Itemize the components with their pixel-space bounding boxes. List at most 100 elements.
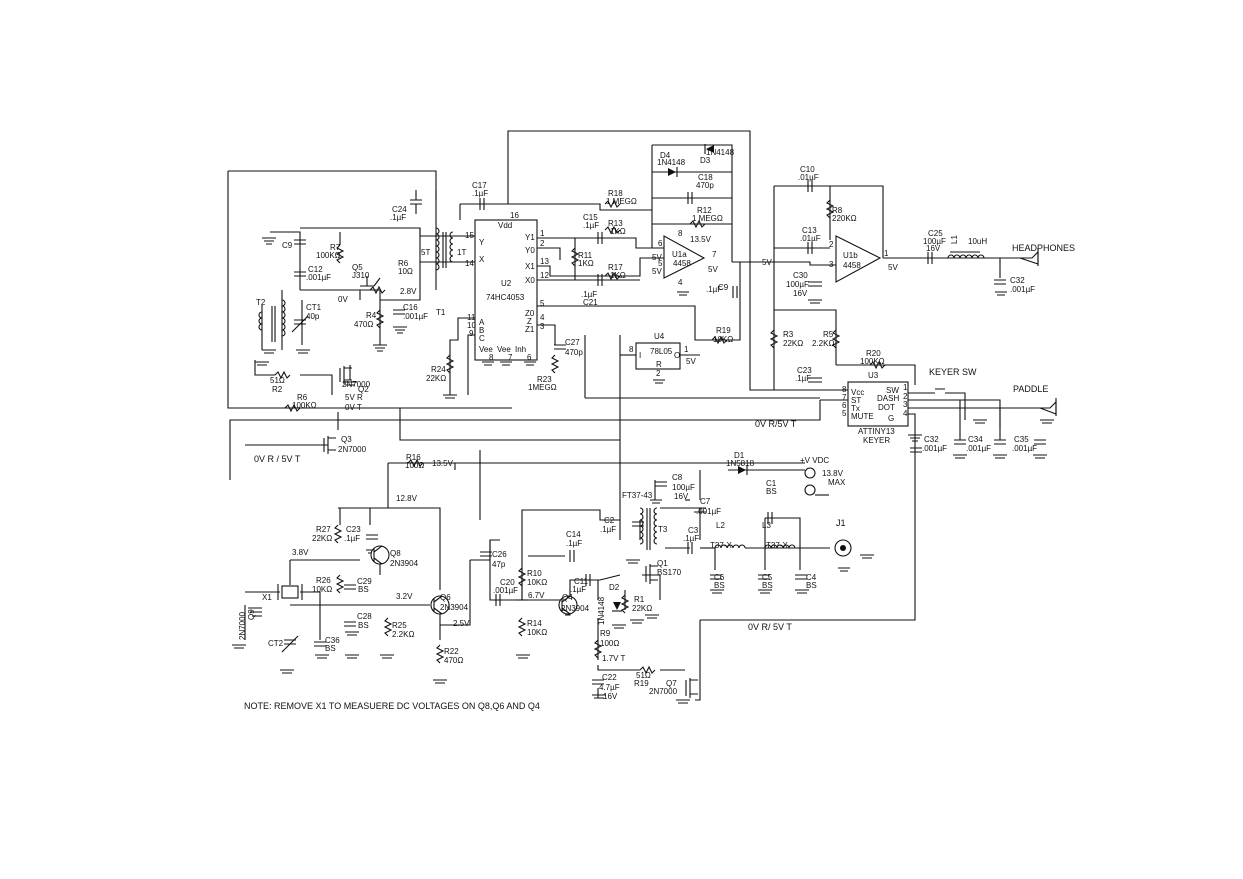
u2-pin15: 15	[465, 231, 474, 240]
u2-pin13: 13	[540, 257, 549, 266]
u2-part: 74HC4053	[486, 293, 525, 302]
label-c1v: BS	[766, 487, 777, 496]
label-r8v: 220KΩ	[832, 214, 857, 223]
label-c15: C15	[583, 213, 598, 222]
label-r24v: 22KΩ	[426, 374, 446, 383]
u2-pin-x0: X0	[525, 276, 535, 285]
transistors	[248, 276, 698, 698]
label-c22w: 16V	[603, 692, 618, 701]
label-r10: R10	[527, 569, 542, 578]
label-r3v: 22KΩ	[783, 339, 803, 348]
label-c32bv: .001µF	[922, 444, 947, 453]
label-d1: D1	[734, 451, 745, 460]
label-c8v: 100µF	[672, 483, 695, 492]
label-l3: L3	[762, 521, 771, 530]
label-v67: 6.7V	[528, 591, 545, 600]
label-st: 5T	[421, 248, 430, 257]
label-vvdc: +V VDC	[800, 456, 829, 465]
label-x1: X1	[262, 593, 272, 602]
label-l2: L2	[716, 521, 725, 530]
label-v138: 13.8V	[822, 469, 844, 478]
label-c36: C36	[325, 636, 340, 645]
u4-part: 78L05	[650, 347, 673, 356]
label-c1: C1	[766, 479, 777, 488]
label-q1p: BS170	[657, 568, 682, 577]
label-c30w: 16V	[793, 289, 808, 298]
label-r14v: 10KΩ	[527, 628, 547, 637]
ground-symbols	[232, 237, 1054, 704]
u4-pin1: 1	[684, 345, 689, 354]
label-ct1v: 40p	[306, 312, 320, 321]
label-q9: Q9	[247, 609, 256, 620]
label-r12: R12	[697, 206, 712, 215]
u2-pin16: 16	[510, 211, 519, 220]
u3-pin6: 6	[842, 401, 847, 410]
label-v135: 13.5V	[432, 459, 454, 468]
label-r18: R18	[608, 189, 623, 198]
label-v5a: 5V	[652, 253, 662, 262]
note-text: NOTE: REMOVE X1 TO MEASUERE DC VOLTAGES …	[244, 701, 540, 711]
label-c25v: 100µF	[923, 237, 946, 246]
label-r12v: 1 MEGΩ	[692, 214, 723, 223]
misc-components	[277, 248, 1057, 653]
label-c20v: .001µF	[493, 586, 518, 595]
u3-dot: DOT	[878, 403, 895, 412]
label-c23: C23	[797, 366, 812, 375]
label-r5v: 2.2KΩ	[812, 339, 834, 348]
label-c21: C21	[583, 298, 598, 307]
label-c22: C22	[602, 673, 617, 682]
label-ct2: CT2	[268, 639, 284, 648]
label-r26v: 10KΩ	[312, 585, 332, 594]
u2-pin11: 11	[467, 313, 476, 322]
label-r19: R19	[716, 326, 731, 335]
diodes	[612, 144, 748, 612]
label-r10v: 10KΩ	[527, 578, 547, 587]
label-c2: C2	[604, 516, 615, 525]
label-v5c: 5V	[708, 265, 718, 274]
label-c5: C5	[762, 573, 773, 582]
label-v128: 12.8V	[396, 494, 418, 503]
label-r22: R22	[444, 647, 459, 656]
u2-74hc4053: U2 74HC4053 Vdd Vee Vee Inh Y X A B C Y1…	[465, 211, 549, 362]
label-r22v: 470Ω	[444, 656, 463, 665]
u3-attiny13: U3 ATTINY13 KEYER Vcc ST Tx MUTE SW DASH…	[842, 371, 909, 445]
u2-pin-z: Z	[527, 317, 532, 326]
u3-mute: MUTE	[851, 412, 874, 421]
label-v32: 3.2V	[396, 592, 413, 601]
label-q9p: 2N7000	[238, 611, 247, 640]
u3-sw: SW	[886, 386, 899, 395]
u3-g: G	[888, 414, 894, 423]
label-c14v: .1µF	[566, 539, 582, 548]
u1a-pin5: 5	[658, 259, 663, 268]
u2-pin14: 14	[465, 259, 474, 268]
label-q7: Q7	[666, 679, 677, 688]
label-t1w: 1T	[457, 248, 466, 257]
u2-pin-b: B	[479, 326, 484, 335]
label-c9b: C9	[718, 283, 729, 292]
label-v5d: 5V	[686, 357, 696, 366]
u1a-vplus: 13.5V	[690, 235, 712, 244]
u2-pin5: 5	[540, 299, 545, 308]
label-l1: L1	[950, 235, 959, 244]
label-v28: 2.8V	[400, 287, 417, 296]
u3-pin1: 1	[903, 383, 908, 392]
u3-ref: U3	[868, 371, 879, 380]
label-r23v: 1MEGΩ	[528, 383, 557, 392]
label-r5: R5	[823, 330, 834, 339]
label-c29v: BS	[358, 585, 369, 594]
label-q6: Q6	[440, 593, 451, 602]
label-c22v: 4.7µF	[599, 683, 620, 692]
u3-st: ST	[851, 396, 861, 405]
u2-inh: Inh	[515, 345, 526, 354]
capacitors	[294, 180, 1046, 685]
u4-ref: U4	[654, 332, 665, 341]
u3-role: KEYER	[863, 436, 890, 445]
label-r1: R1	[634, 595, 645, 604]
u1a-pin6: 6	[658, 239, 663, 248]
label-c14: C14	[566, 530, 581, 539]
u3-pin4: 4	[903, 409, 908, 418]
u3-pin7: 7	[842, 393, 847, 402]
label-c5v: BS	[762, 581, 773, 590]
resistors	[274, 199, 886, 675]
label-ft: FT37-43	[622, 491, 653, 500]
